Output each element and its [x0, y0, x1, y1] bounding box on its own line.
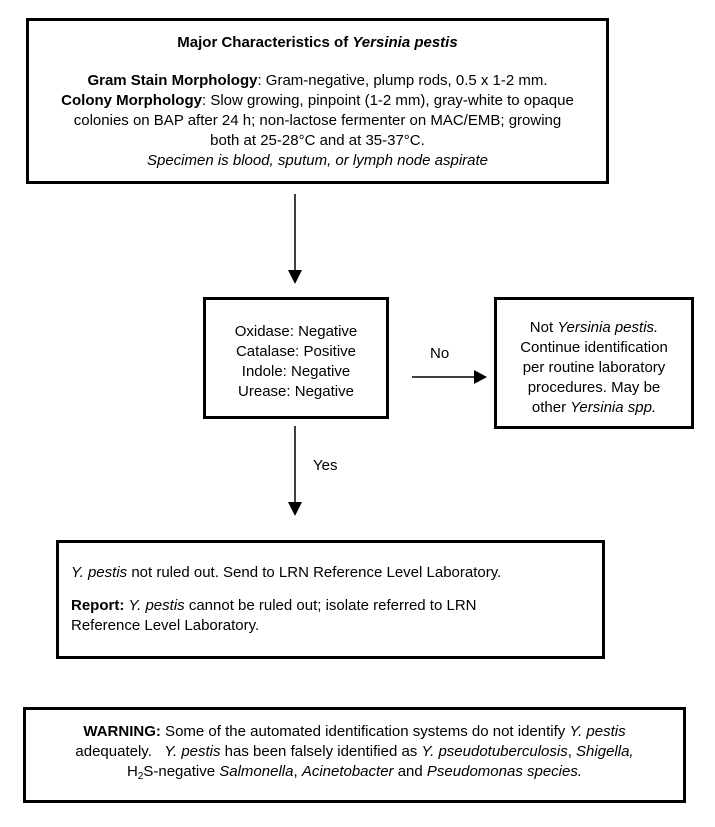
colony-line-2: colonies on BAP after 24 h; non-lactose … — [73, 112, 562, 129]
indole-result: Indole: Negative — [241, 363, 351, 380]
specimen-line: Specimen is blood, sputum, or lymph node… — [29, 151, 606, 171]
result-box: Y. pestis not ruled out. Send to LRN Ref… — [56, 540, 605, 659]
warning-pseudomonas: Pseudomonas — [426, 763, 523, 780]
warning-line-2: adequately. Y. pestis has been falsely i… — [26, 742, 683, 762]
warning-shigella: Shigella, — [576, 743, 634, 760]
warning-comma-2: , — [293, 763, 302, 780]
colony-line-3: both at 25-28°C and at 35-37°C. — [210, 132, 425, 149]
catalase-result: Catalase: Positive — [235, 343, 357, 360]
warning-comma: , — [567, 743, 577, 760]
not-prefix: Not — [529, 319, 558, 336]
warning-label: WARNING: — [83, 723, 161, 740]
warning-h: H — [126, 763, 138, 780]
oxidase-result: Oxidase: Negative — [234, 323, 358, 340]
characteristics-box: Major Characteristics of Yersinia pestis… — [26, 18, 609, 184]
arrow-down-1 — [288, 194, 302, 284]
warning-species: species. — [522, 763, 583, 780]
not-line-4: procedures. May be — [527, 379, 661, 396]
report-line-2: Reference Level Laboratory. — [71, 617, 260, 634]
warning-salmonella: Salmonella — [219, 763, 294, 780]
warning-box: WARNING: Some of the automated identific… — [23, 707, 686, 803]
arrow-right — [412, 370, 487, 384]
result-line-1: Y. pestis not ruled out. Send to LRN Ref… — [71, 563, 602, 583]
result-text: not ruled out. Send to LRN Reference Lev… — [127, 564, 502, 581]
title-organism: Yersinia pestis — [352, 34, 458, 51]
warning-and: and — [393, 763, 427, 780]
not-yersinia-box: Not Yersinia pestis. Continue identifica… — [494, 297, 694, 429]
report-text-1: cannot be ruled out; isolate referred to… — [184, 597, 477, 614]
arrow-down-2 — [288, 426, 302, 516]
not-line-2: Continue identification — [520, 339, 668, 356]
specimen-text: Specimen is blood, sputum, or lymph node… — [146, 152, 488, 169]
gram-stain-text: : Gram-negative, plump rods, 0.5 x 1-2 m… — [257, 72, 548, 89]
warning-s-negative: S-negative — [143, 763, 220, 780]
warning-organism-2: Y. pestis — [164, 743, 221, 760]
urease-result: Urease: Negative — [238, 383, 354, 400]
not-organism: Yersinia pestis. — [557, 319, 659, 336]
tests-box: Oxidase: Negative Catalase: Positive Ind… — [203, 297, 389, 419]
not-line-5: other Yersinia spp. — [497, 398, 691, 418]
warning-acinetobacter: Acinetobacter — [301, 763, 394, 780]
warning-text-2: adequately. — [75, 743, 165, 760]
warning-text-1: Some of the automated identification sys… — [160, 723, 570, 740]
result-organism: Y. pestis — [71, 564, 128, 581]
not-line-1: Not Yersinia pestis. — [497, 318, 691, 338]
warning-pseudotuberculosis: Y. pseudotuberculosis — [421, 743, 568, 760]
other-prefix: other — [531, 399, 571, 416]
gram-stain-label: Gram Stain Morphology — [87, 72, 258, 89]
warning-line-1: WARNING: Some of the automated identific… — [26, 722, 683, 742]
report-line-1: Report: Y. pestis cannot be ruled out; i… — [71, 596, 602, 616]
characteristics-title: Major Characteristics of Yersinia pestis — [29, 33, 606, 53]
warning-line-3: H2S-negative Salmonella, Acinetobacter a… — [26, 762, 683, 782]
warning-organism-1: Y. pestis — [569, 723, 626, 740]
colony-text-1: : Slow growing, pinpoint (1-2 mm), gray-… — [201, 92, 574, 109]
title-text: Major Characteristics of — [177, 34, 353, 51]
report-label: Report: — [71, 597, 125, 614]
colony-line-1: Colony Morphology: Slow growing, pinpoin… — [29, 91, 606, 111]
yersinia-spp: Yersinia spp. — [570, 399, 657, 416]
colony-label: Colony Morphology — [61, 92, 202, 109]
no-label: No — [430, 345, 450, 362]
gram-stain-line: Gram Stain Morphology: Gram-negative, pl… — [29, 71, 606, 91]
report-organism: Y. pestis — [128, 597, 185, 614]
yes-label: Yes — [313, 457, 338, 474]
warning-text-3: has been falsely identified as — [220, 743, 422, 760]
not-line-3: per routine laboratory — [522, 359, 666, 376]
warning-subscript: 2 — [137, 771, 144, 782]
